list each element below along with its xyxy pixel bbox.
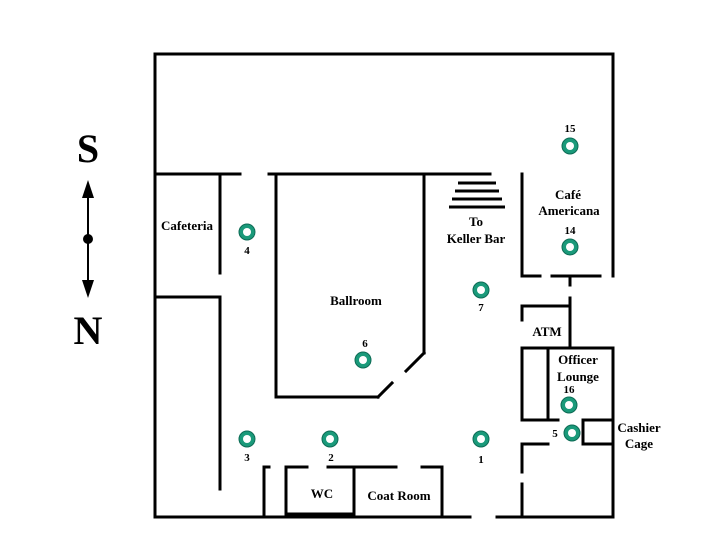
marker-number: 5: [552, 428, 558, 440]
marker-5[interactable]: 5: [552, 424, 581, 442]
label-ballroom: Ballroom: [330, 293, 382, 308]
label-coat-room: Coat Room: [367, 488, 430, 503]
label-atm: ATM: [532, 324, 561, 339]
label-cafe-line1: Café: [555, 187, 581, 202]
marker-15[interactable]: 15: [561, 123, 579, 155]
marker-16[interactable]: 16: [560, 384, 578, 414]
marker-2[interactable]: 2: [321, 430, 339, 464]
marker-number: 14: [565, 225, 577, 237]
marker-number: 3: [244, 452, 250, 464]
label-cafe-line2: Americana: [538, 203, 600, 218]
compass: S N: [74, 126, 103, 353]
label-cashier-line2: Cage: [625, 436, 653, 451]
marker-1[interactable]: 1: [472, 430, 490, 466]
marker-number: 16: [564, 384, 576, 396]
marker-14[interactable]: 14: [561, 225, 579, 256]
marker-4[interactable]: 4: [238, 223, 256, 257]
stairs-icon: [449, 181, 505, 209]
marker-7[interactable]: 7: [472, 281, 490, 314]
room-labels: Cafeteria Ballroom To Keller Bar Café Am…: [161, 187, 661, 503]
label-wc: WC: [311, 486, 333, 501]
marker-number: 1: [478, 454, 484, 466]
marker-3[interactable]: 3: [238, 430, 256, 464]
markers: 15 14 4 7 6 16 5 3: [238, 123, 581, 466]
label-to-keller-line2: Keller Bar: [447, 231, 506, 246]
compass-south-label: S: [77, 126, 99, 171]
marker-number: 2: [328, 452, 334, 464]
label-officer-line2: Lounge: [557, 369, 599, 384]
marker-number: 7: [478, 302, 484, 314]
arrow-down-icon: [82, 280, 94, 298]
label-officer-line1: Officer: [558, 352, 598, 367]
label-cafeteria: Cafeteria: [161, 218, 213, 233]
compass-center-dot: [83, 234, 93, 244]
marker-number: 6: [362, 338, 368, 350]
marker-number: 15: [565, 123, 577, 135]
label-cashier-line1: Cashier: [617, 420, 661, 435]
marker-number: 4: [244, 245, 250, 257]
walls: [153, 52, 615, 519]
marker-6[interactable]: 6: [354, 338, 372, 369]
compass-north-label: N: [74, 308, 103, 353]
label-to-keller-line1: To: [469, 214, 483, 229]
arrow-up-icon: [82, 180, 94, 198]
